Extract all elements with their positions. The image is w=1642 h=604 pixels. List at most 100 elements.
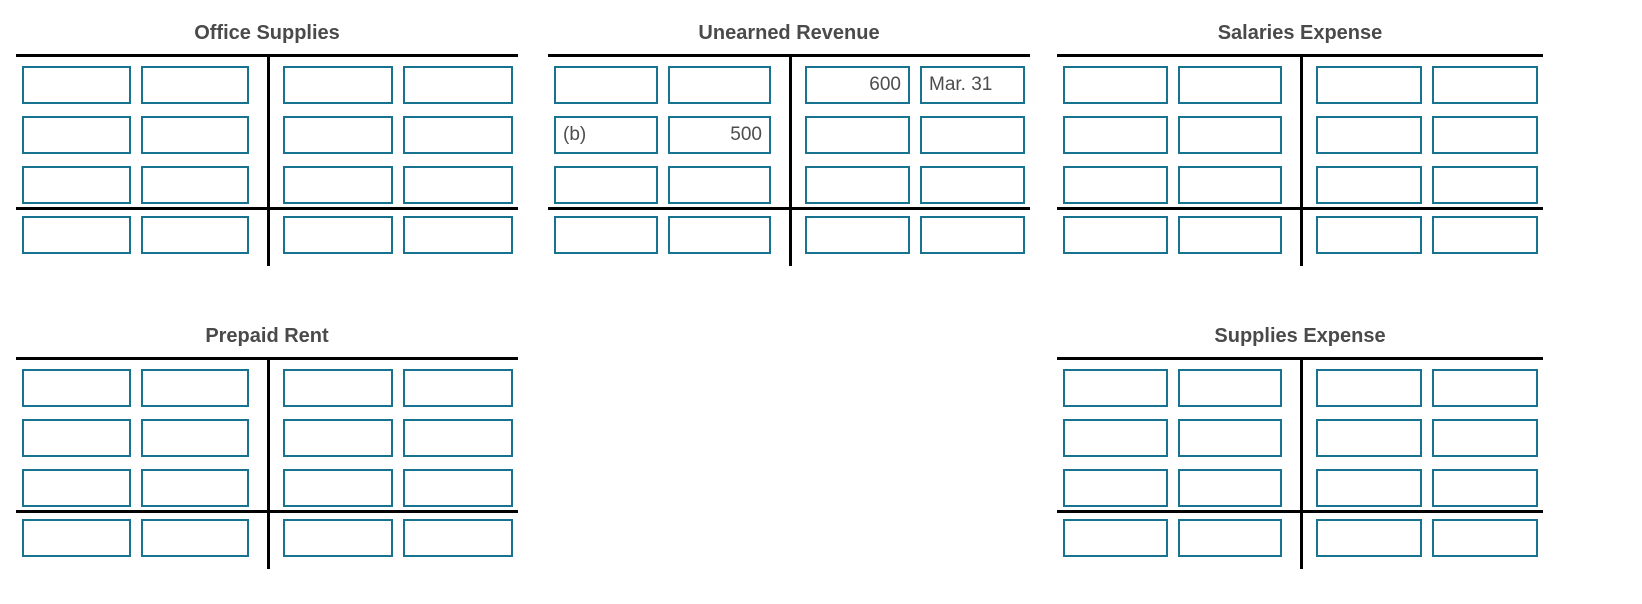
unearned-revenue-credit-desc-r4[interactable] [920, 216, 1025, 254]
account-title-unearned-revenue: Unearned Revenue [698, 22, 880, 44]
supplies-expense-debit-amount-r4[interactable] [1177, 519, 1282, 557]
unearned-revenue-credit-amount-r1[interactable] [805, 66, 910, 104]
supplies-expense-credit-amount-r2[interactable] [1316, 419, 1422, 457]
totals-rule [1057, 510, 1543, 513]
office-supplies-credit-desc-r3[interactable] [403, 166, 513, 204]
prepaid-rent-debit-amount-r4[interactable] [140, 519, 249, 557]
salaries-expense-debit-amount-r2[interactable] [1177, 116, 1282, 154]
unearned-revenue-debit-amount-r1[interactable] [667, 66, 771, 104]
credit-row [1316, 419, 1538, 457]
office-supplies-credit-amount-r2[interactable] [283, 116, 393, 154]
office-supplies-debit-desc-r1[interactable] [22, 66, 131, 104]
prepaid-rent-credit-desc-r3[interactable] [403, 469, 513, 507]
unearned-revenue-credit-desc-r1[interactable] [920, 66, 1025, 104]
unearned-revenue-credit-side [789, 57, 1030, 266]
prepaid-rent-debit-desc-r1[interactable] [22, 369, 131, 407]
supplies-expense-credit-amount-r4[interactable] [1316, 519, 1422, 557]
office-supplies-credit-amount-r1[interactable] [283, 66, 393, 104]
unearned-revenue-credit-amount-r3[interactable] [805, 166, 910, 204]
prepaid-rent-credit-desc-r2[interactable] [403, 419, 513, 457]
credit-row [1316, 469, 1538, 507]
office-supplies-debit-desc-r4[interactable] [22, 216, 131, 254]
supplies-expense-debit-amount-r2[interactable] [1177, 419, 1282, 457]
supplies-expense-credit-amount-r1[interactable] [1316, 369, 1422, 407]
debit-row [22, 469, 249, 507]
account-title-salaries-expense: Salaries Expense [1217, 22, 1383, 44]
salaries-expense-debit-amount-r3[interactable] [1177, 166, 1282, 204]
salaries-expense-credit-amount-r4[interactable] [1316, 216, 1422, 254]
prepaid-rent-debit-desc-r4[interactable] [22, 519, 131, 557]
prepaid-rent-credit-amount-r3[interactable] [283, 469, 393, 507]
prepaid-rent-credit-amount-r4[interactable] [283, 519, 393, 557]
office-supplies-debit-desc-r2[interactable] [22, 116, 131, 154]
unearned-revenue-debit-desc-r2[interactable] [554, 116, 658, 154]
prepaid-rent-debit-desc-r2[interactable] [22, 419, 131, 457]
unearned-revenue-debit-desc-r4[interactable] [554, 216, 658, 254]
office-supplies-credit-amount-r3[interactable] [283, 166, 393, 204]
supplies-expense-credit-desc-r4[interactable] [1432, 519, 1538, 557]
prepaid-rent-credit-amount-r2[interactable] [283, 419, 393, 457]
office-supplies-credit-amount-r4[interactable] [283, 216, 393, 254]
supplies-expense-credit-desc-r1[interactable] [1432, 369, 1538, 407]
prepaid-rent-debit-amount-r2[interactable] [140, 419, 249, 457]
prepaid-rent-credit-amount-r1[interactable] [283, 369, 393, 407]
unearned-revenue-debit-desc-r1[interactable] [554, 66, 658, 104]
salaries-expense-debit-desc-r2[interactable] [1063, 116, 1168, 154]
office-supplies-debit-amount-r3[interactable] [140, 166, 249, 204]
supplies-expense-debit-amount-r3[interactable] [1177, 469, 1282, 507]
supplies-expense-credit-desc-r2[interactable] [1432, 419, 1538, 457]
credit-row [1316, 369, 1538, 407]
taccount-prepaid-rent: Prepaid Rent [16, 319, 518, 569]
unearned-revenue-debit-amount-r2[interactable] [667, 116, 771, 154]
office-supplies-debit-amount-r4[interactable] [140, 216, 249, 254]
office-supplies-credit-desc-r2[interactable] [403, 116, 513, 154]
prepaid-rent-debit-desc-r3[interactable] [22, 469, 131, 507]
office-supplies-debit-amount-r2[interactable] [140, 116, 249, 154]
t-grid-unearned-revenue [548, 54, 1030, 266]
office-supplies-credit-desc-r4[interactable] [403, 216, 513, 254]
credit-row [283, 66, 513, 104]
supplies-expense-credit-desc-r3[interactable] [1432, 469, 1538, 507]
prepaid-rent-debit-amount-r1[interactable] [140, 369, 249, 407]
unearned-revenue-credit-amount-r2[interactable] [805, 116, 910, 154]
salaries-expense-credit-desc-r2[interactable] [1432, 116, 1538, 154]
unearned-revenue-credit-amount-r4[interactable] [805, 216, 910, 254]
salaries-expense-debit-desc-r1[interactable] [1063, 66, 1168, 104]
credit-balance-row [283, 216, 513, 254]
supplies-expense-debit-desc-r4[interactable] [1063, 519, 1168, 557]
salaries-expense-debit-desc-r4[interactable] [1063, 216, 1168, 254]
supplies-expense-debit-desc-r1[interactable] [1063, 369, 1168, 407]
salaries-expense-debit-desc-r3[interactable] [1063, 166, 1168, 204]
office-supplies-credit-desc-r1[interactable] [403, 66, 513, 104]
credit-row [283, 166, 513, 204]
unearned-revenue-debit-amount-r4[interactable] [667, 216, 771, 254]
salaries-expense-credit-desc-r4[interactable] [1432, 216, 1538, 254]
debit-balance-row [22, 216, 249, 254]
supplies-expense-debit-amount-r1[interactable] [1177, 369, 1282, 407]
salaries-expense-debit-amount-r1[interactable] [1177, 66, 1282, 104]
salaries-expense-credit-amount-r3[interactable] [1316, 166, 1422, 204]
unearned-revenue-debit-desc-r3[interactable] [554, 166, 658, 204]
unearned-revenue-debit-amount-r3[interactable] [667, 166, 771, 204]
salaries-expense-credit-desc-r3[interactable] [1432, 166, 1538, 204]
prepaid-rent-credit-desc-r4[interactable] [403, 519, 513, 557]
prepaid-rent-credit-desc-r1[interactable] [403, 369, 513, 407]
prepaid-rent-debit-amount-r3[interactable] [140, 469, 249, 507]
office-supplies-credit-side [267, 57, 518, 266]
credit-row [283, 369, 513, 407]
unearned-revenue-credit-desc-r2[interactable] [920, 116, 1025, 154]
credit-row [283, 469, 513, 507]
credit-balance-row [283, 519, 513, 557]
salaries-expense-debit-amount-r4[interactable] [1177, 216, 1282, 254]
salaries-expense-credit-amount-r1[interactable] [1316, 66, 1422, 104]
supplies-expense-debit-desc-r3[interactable] [1063, 469, 1168, 507]
supplies-expense-debit-desc-r2[interactable] [1063, 419, 1168, 457]
salaries-expense-credit-amount-r2[interactable] [1316, 116, 1422, 154]
unearned-revenue-credit-desc-r3[interactable] [920, 166, 1025, 204]
salaries-expense-credit-desc-r1[interactable] [1432, 66, 1538, 104]
debit-balance-row [22, 519, 249, 557]
office-supplies-debit-amount-r1[interactable] [140, 66, 249, 104]
office-supplies-debit-desc-r3[interactable] [22, 166, 131, 204]
supplies-expense-credit-amount-r3[interactable] [1316, 469, 1422, 507]
